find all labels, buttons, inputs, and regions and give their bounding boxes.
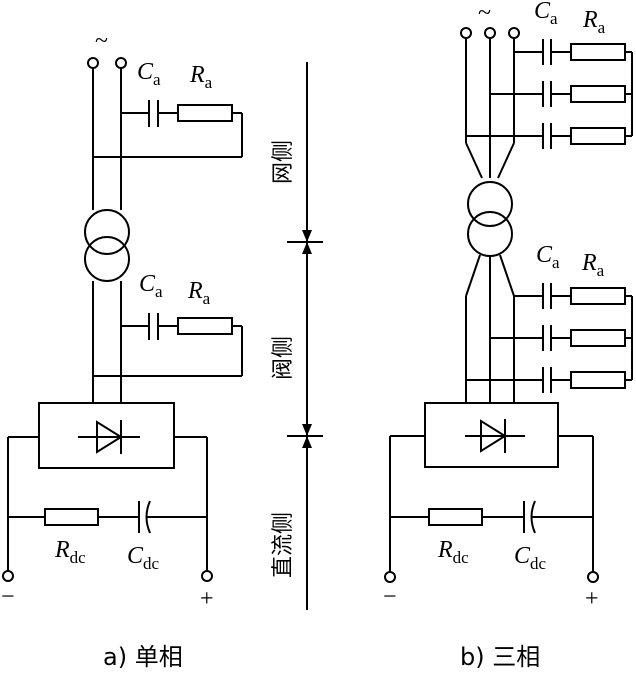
ac-terminal-2	[115, 57, 127, 69]
dc-terminal-plus-left	[201, 570, 213, 582]
ac-symbol-left: ~	[95, 28, 108, 54]
dc-side-label: 直流侧	[271, 512, 296, 578]
ac-symbol-right: ~	[478, 0, 491, 26]
dc-rc-snubber-left: Rdc Cdc	[8, 500, 207, 573]
label-ca-mid: Ca	[139, 271, 163, 301]
caption-single-phase: a) 单相	[103, 643, 183, 671]
ac-terminal-1	[87, 57, 99, 69]
plus-label-left: +	[200, 586, 214, 612]
plus-label-right: +	[585, 586, 599, 612]
label-ca-top: Ca	[137, 59, 161, 89]
valve-side-rc-snubber: Ca Ra	[93, 271, 243, 377]
label-rdc-left: Rdc	[54, 537, 86, 567]
grid-side-label: 网侧	[271, 140, 296, 184]
transformer-single	[84, 209, 130, 282]
valve-side-rc-bank	[466, 283, 633, 393]
three-phase-circuit: ~ Ca Ra	[383, 0, 633, 612]
label-ra-top: Ra	[189, 62, 213, 92]
label-ca-right-mid: Ca	[536, 242, 560, 272]
caption-three-phase: b) 三相	[460, 643, 540, 671]
dc-terminal-minus-left	[2, 570, 14, 582]
dc-terminal-minus-right	[384, 571, 396, 583]
dc-terminal-plus-right	[587, 571, 599, 583]
label-rdc-right: Rdc	[437, 537, 469, 567]
transformer-three	[467, 181, 513, 257]
grid-side-rc-bank	[466, 39, 633, 149]
minus-label-left: −	[1, 584, 15, 610]
minus-label-right: −	[383, 584, 397, 610]
side-divider: 网侧 阀侧 直流侧	[271, 62, 323, 610]
rectifier-block-right	[424, 402, 559, 468]
resistor-ra	[177, 104, 233, 122]
grid-side-rc-snubber: Ca Ra	[93, 59, 243, 158]
label-cdc-left: Cdc	[127, 543, 160, 573]
label-ra-mid: Ra	[187, 278, 211, 308]
dc-rc-snubber-right: Rdc Cdc	[390, 500, 593, 573]
label-cdc-right: Cdc	[514, 543, 547, 573]
rectifier-block-left	[38, 402, 175, 469]
label-ca-right-top: Ca	[534, 0, 558, 28]
single-phase-circuit: ~ Ca Ra	[1, 28, 243, 612]
valve-side-label: 阀侧	[271, 336, 296, 380]
label-ra-right-mid: Ra	[581, 250, 605, 280]
label-ra-right-top: Ra	[582, 7, 606, 37]
